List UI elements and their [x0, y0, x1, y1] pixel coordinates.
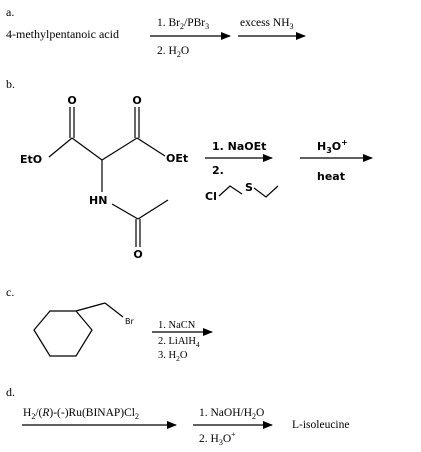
bond-alpha-right: [101, 137, 138, 161]
atom-eto: EtO: [20, 153, 42, 166]
problem-d: d. H2/(R)-(-)Ru(BINAP)Cl2 1. NaOH/H2O 2.…: [6, 385, 349, 447]
arrow-b1-step2: 2.: [212, 164, 224, 177]
arrow-a1-reagent-top: 1. Br2/PBr3: [157, 17, 209, 31]
problem-b-label: b.: [6, 77, 15, 91]
cyclohexane-ring: [33, 310, 93, 357]
arrow-c-step1: 1. NaCN: [158, 320, 196, 331]
atom-s: S: [245, 181, 253, 194]
problem-a: a. 4-methylpentanoic acid 1. Br2/PBr3 2.…: [6, 5, 306, 59]
bond-cl-chain: [218, 185, 243, 197]
problem-c-label: c.: [6, 285, 14, 299]
chloroethyl-methyl-sulfide: Cl S: [205, 181, 279, 203]
atom-o-right: O: [132, 94, 141, 107]
bond-n-acyl: [111, 203, 139, 220]
arrow-b1-step1: 1. NaOEt: [212, 140, 266, 153]
problem-b: b. O O EtO OEt HN O 1. NaOEt 2.: [6, 77, 373, 261]
atom-cl: Cl: [205, 190, 217, 203]
problem-a-label: a.: [6, 5, 14, 19]
bond-acyl-methyl: [137, 199, 169, 220]
bond-ring-ch2: [75, 302, 106, 312]
arrow-d1-reagent: H2/(R)-(-)Ru(BINAP)Cl2: [23, 407, 139, 421]
diester-structure: [48, 107, 169, 247]
arrow-a1-reagent-bottom: 2. H2O: [157, 45, 189, 59]
arrow-b2-reagent: H3O+: [317, 138, 348, 155]
bond-left-alpha: [71, 137, 103, 161]
arrow-c-step3: 3. H2O: [158, 350, 188, 363]
atom-oet: OEt: [166, 152, 188, 165]
arrow-c-step2: 2. LiAlH4: [158, 336, 200, 349]
atom-o-left: O: [67, 94, 76, 107]
bond-left-o-ester: [48, 137, 73, 158]
product-text: L-isoleucine: [292, 419, 349, 431]
bond-s-methyl: [253, 185, 279, 198]
atom-hn: HN: [89, 194, 107, 207]
cyclohexylmethyl-bromide: [33, 302, 124, 357]
atom-o-bottom: O: [133, 248, 142, 261]
arrow-d2-step2: 2. H3O+: [199, 430, 236, 447]
reactant-text: 4-methylpentanoic acid: [6, 27, 119, 41]
arrow-d2-step1: 1. NaOH/H2O: [199, 407, 264, 421]
bond-ch2-br: [104, 302, 124, 318]
problem-d-label: d.: [6, 385, 15, 399]
atom-br: Br: [125, 317, 134, 326]
problem-c: c. Br 1. NaCN 2. LiAlH4 3. H2O: [6, 285, 213, 363]
bond-right-o-ester: [136, 137, 166, 157]
arrow-a2-reagent: excess NH3: [240, 17, 294, 31]
arrow-b2-condition: heat: [317, 170, 345, 183]
